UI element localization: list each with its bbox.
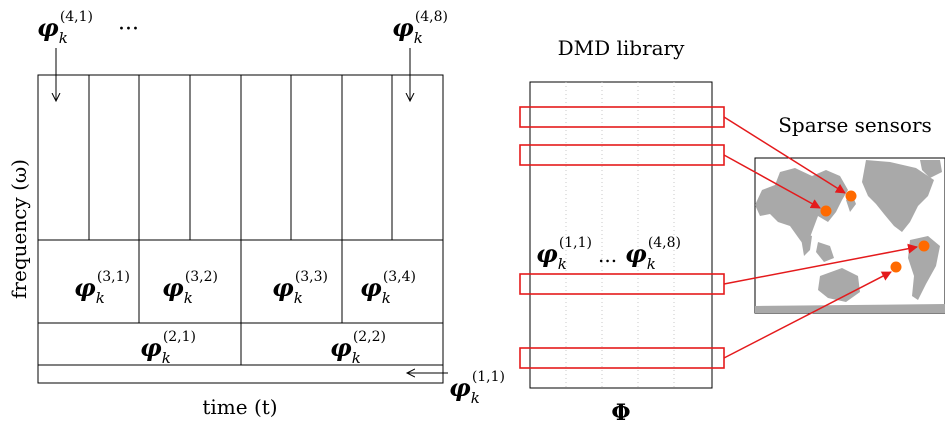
library-title: DMD library xyxy=(558,36,686,60)
sensor-arrow xyxy=(723,271,892,359)
land-eurasia xyxy=(755,168,848,248)
sensor-arrow xyxy=(723,116,846,194)
land-india xyxy=(800,232,812,256)
world-map-land xyxy=(755,160,945,313)
sensor-dot xyxy=(918,240,930,252)
selected-row xyxy=(519,106,725,128)
land-antarctica xyxy=(755,304,945,313)
sensor-dot xyxy=(890,261,902,273)
sensor-points xyxy=(820,190,930,273)
library-matrix-label: Φ xyxy=(611,400,630,426)
library-mode-first: φk(1,1) xyxy=(536,235,592,273)
selected-row xyxy=(519,144,725,166)
mode-label-3-1: φk(3,1) xyxy=(74,269,130,307)
library-column-guides xyxy=(565,82,675,388)
land-se-asia xyxy=(816,242,834,262)
mode-label-1-1: φk(1,1) xyxy=(449,369,505,407)
mrdmd-grid xyxy=(37,74,444,384)
mode-label-3-3: φk(3,3) xyxy=(272,269,328,307)
mode-label-4-1: φk(4,1) xyxy=(37,9,93,47)
mode-label-3-4: φk(3,4) xyxy=(360,269,416,307)
library-matrix-frame xyxy=(529,81,713,389)
sensor-dot xyxy=(845,190,857,202)
library-ellipsis: ... xyxy=(598,243,617,267)
selected-row xyxy=(519,273,725,295)
x-axis-label: time (t) xyxy=(202,395,277,419)
sensor-arrows xyxy=(723,116,918,359)
land-greenland xyxy=(920,160,942,178)
selected-rows xyxy=(519,106,725,369)
sensors-title: Sparse sensors xyxy=(778,113,932,137)
mode-label-2-2: φk(2,2) xyxy=(330,329,386,367)
selected-row xyxy=(519,347,725,369)
mode-label-4-8: φk(4,8) xyxy=(392,9,448,47)
mode-label-2-1: φk(2,1) xyxy=(140,329,196,367)
library-mode-last: φk(4,8) xyxy=(625,235,681,273)
top-ellipsis: ··· xyxy=(118,17,139,42)
mode-label-3-2: φk(3,2) xyxy=(162,269,218,307)
y-axis-label: frequency (ω) xyxy=(7,159,31,299)
sensor-arrow xyxy=(723,154,821,209)
sensor-arrow xyxy=(723,243,918,285)
land-north-america xyxy=(862,160,934,232)
sensor-dot xyxy=(820,205,832,217)
